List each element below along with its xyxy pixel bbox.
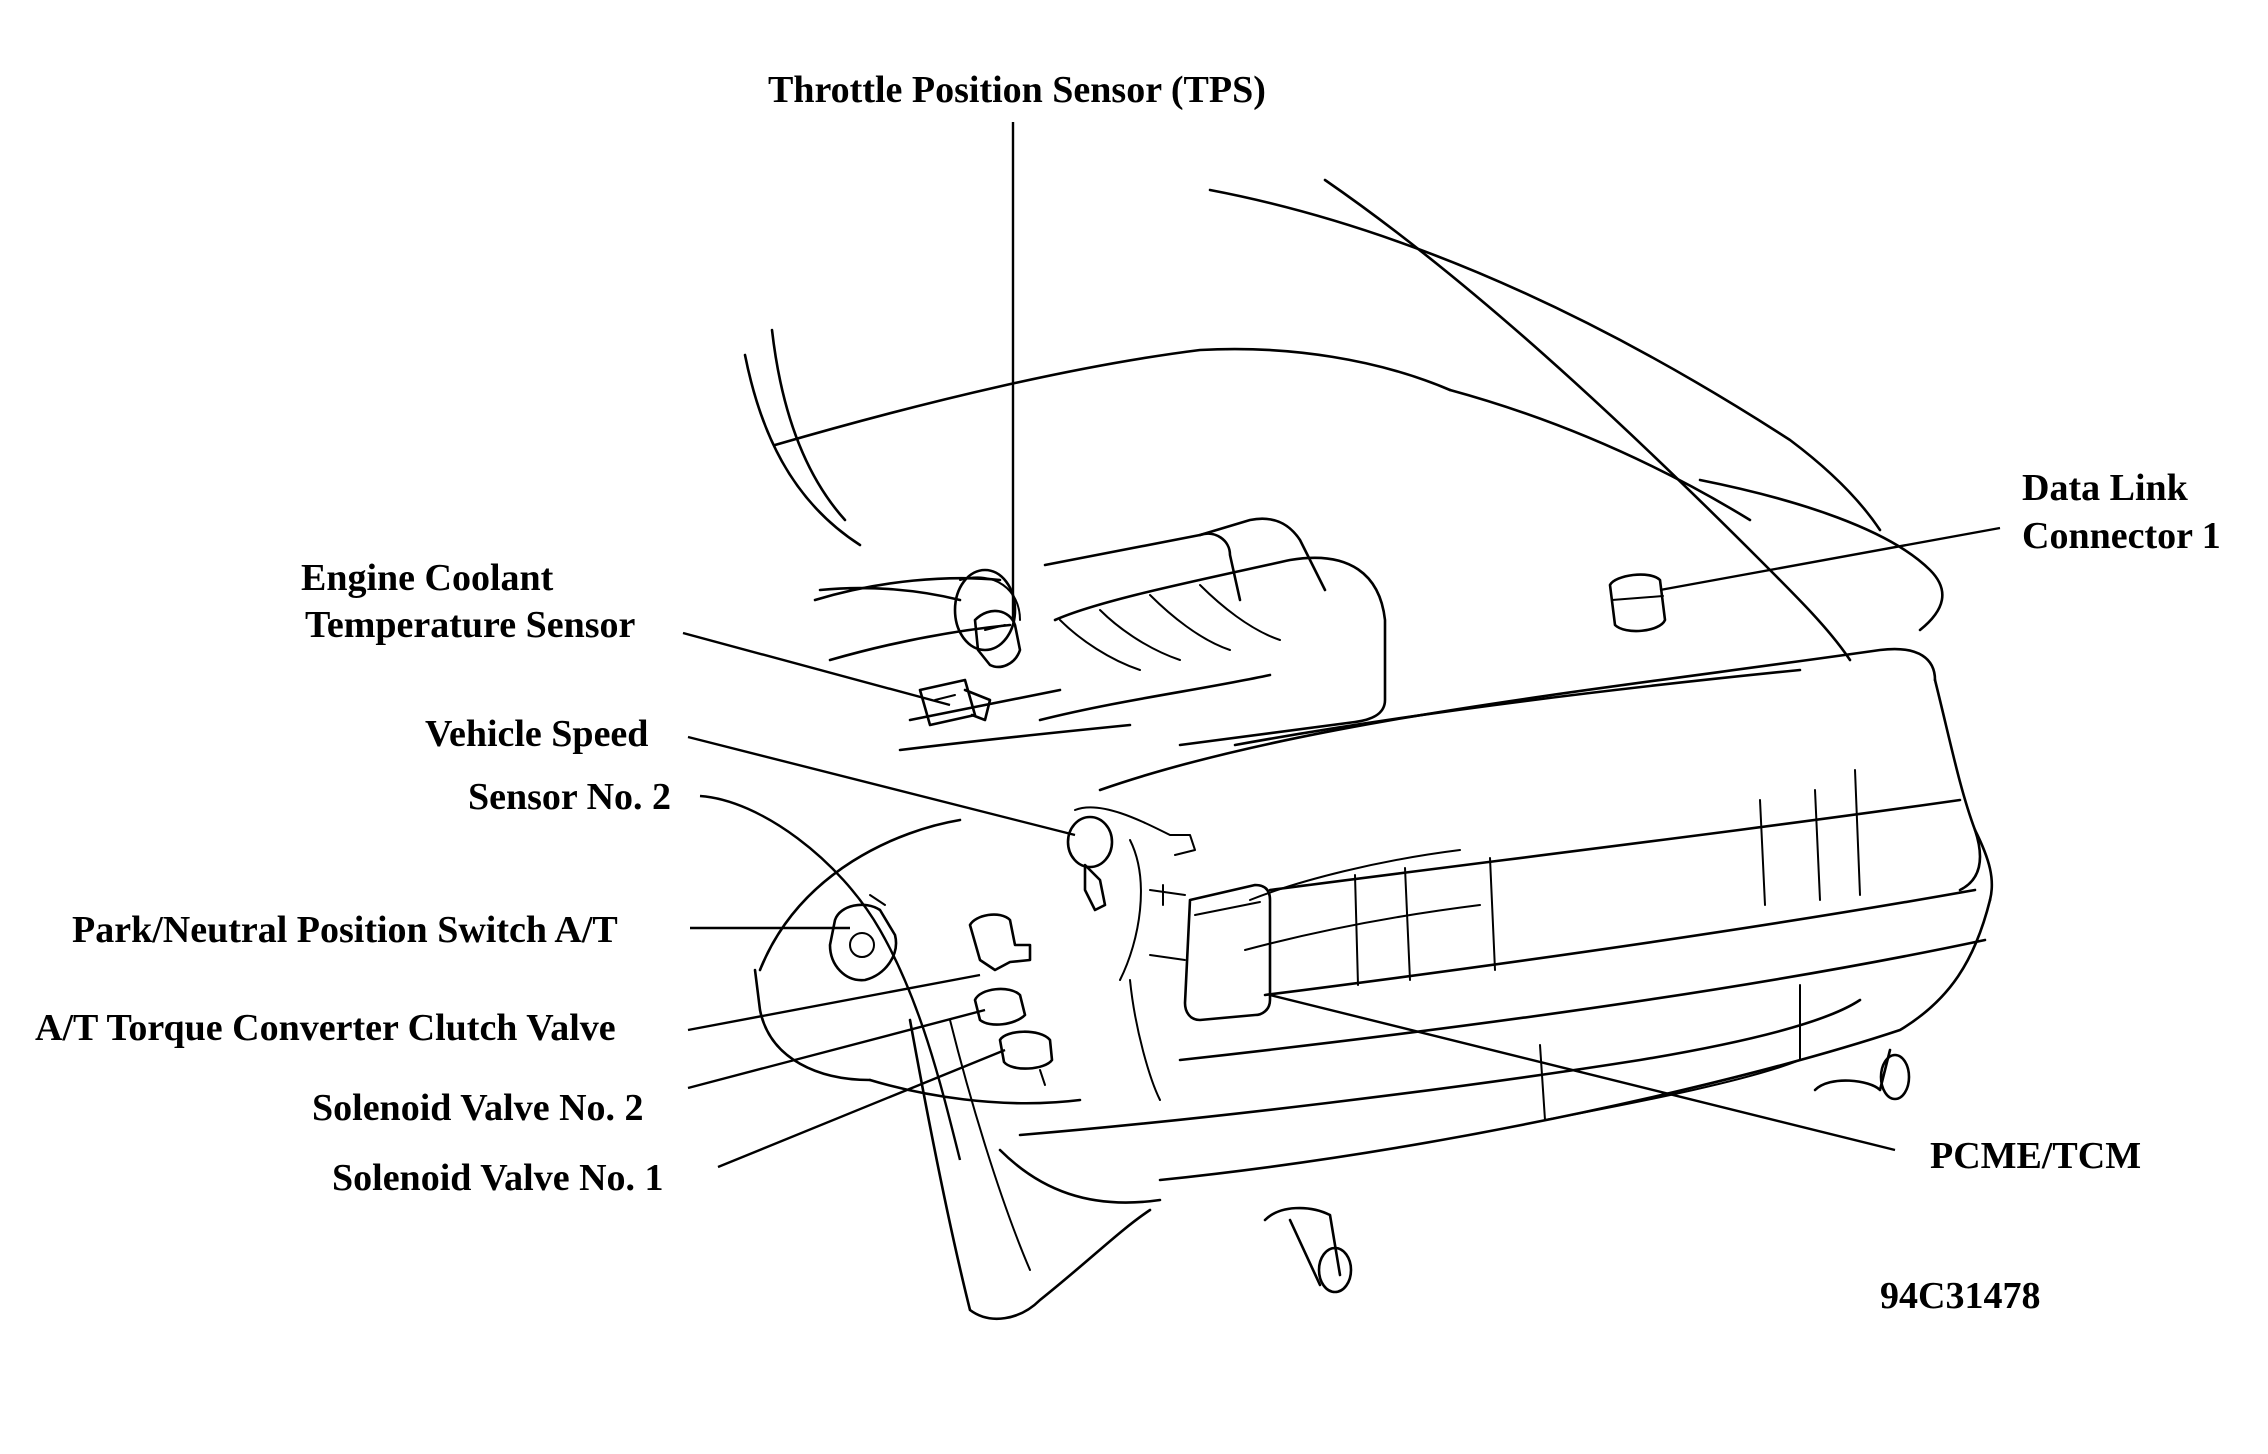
label-dlc-line2: Connector 1 xyxy=(2022,515,2221,557)
component-data-link-connector xyxy=(1608,573,1667,633)
labels: Throttle Position Sensor (TPS) Engine Co… xyxy=(35,69,2221,1317)
label-sol1: Solenoid Valve No. 1 xyxy=(332,1157,664,1199)
vehicle-outline xyxy=(743,178,1994,1321)
component-pcm xyxy=(1149,883,1272,1022)
leader-vss-sensor2 xyxy=(699,794,962,1161)
leader-lines xyxy=(682,122,2001,1169)
label-vss-line2: Sensor No. 2 xyxy=(468,776,671,818)
leader-vss xyxy=(687,735,1076,837)
figure-id: 94C31478 xyxy=(1880,1275,2040,1317)
leader-pcm xyxy=(1269,993,1896,1152)
component-torque-converter-clutch-valve xyxy=(968,913,1032,972)
leader-dlc xyxy=(1659,526,2001,592)
component-engine-coolant-temperature-sensor xyxy=(918,678,992,727)
component-throttle-position-sensor xyxy=(973,609,1022,669)
label-sol2: Solenoid Valve No. 2 xyxy=(312,1087,644,1129)
leader-sol1 xyxy=(717,1048,1006,1169)
label-ect-line1: Engine Coolant xyxy=(301,557,554,599)
component-solenoid-valve-2 xyxy=(973,987,1027,1026)
component-vehicle-speed-sensor xyxy=(1066,806,1196,912)
label-pcm: PCME/TCM xyxy=(1930,1135,2141,1177)
leader-sol2 xyxy=(687,1008,986,1090)
component-solenoid-valve-1 xyxy=(998,1030,1054,1086)
label-tcc: A/T Torque Converter Clutch Valve xyxy=(35,1007,616,1049)
leader-ect xyxy=(682,631,951,707)
label-ect-line2: Temperature Sensor xyxy=(305,604,636,646)
label-pnp: Park/Neutral Position Switch A/T xyxy=(72,909,618,951)
label-tps: Throttle Position Sensor (TPS) xyxy=(768,69,1266,111)
component-park-neutral-switch xyxy=(828,894,898,982)
leader-tcc xyxy=(687,973,981,1032)
label-vss-line1: Vehicle Speed xyxy=(425,713,648,755)
label-dlc-line1: Data Link xyxy=(2022,467,2189,509)
